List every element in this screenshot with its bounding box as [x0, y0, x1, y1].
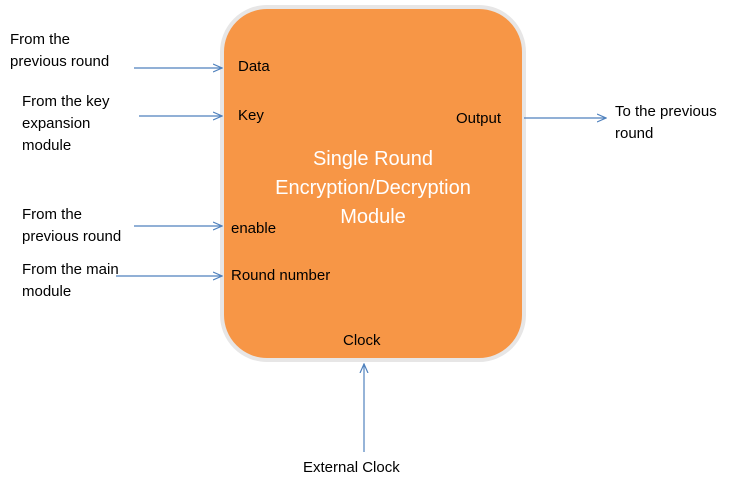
port-clock: Clock	[343, 332, 381, 349]
port-round-number: Round number	[231, 267, 331, 284]
port-key: Key	[238, 107, 264, 124]
module-block	[220, 5, 526, 362]
port-data: Data	[238, 58, 270, 75]
module-title: Single Round Encryption/Decryption Modul…	[275, 148, 471, 228]
clock-source-label: External Clock	[303, 459, 400, 476]
data-source-label: From the previous round	[10, 31, 110, 70]
round-number-source-label: From the main module	[22, 261, 119, 300]
key-source-label: From the key expansion module	[22, 93, 110, 154]
port-enable: enable	[231, 220, 277, 237]
output-destination-label: To the previous round	[615, 103, 717, 142]
enable-source-label: From the previous round	[22, 206, 122, 245]
port-output: Output	[456, 110, 502, 127]
